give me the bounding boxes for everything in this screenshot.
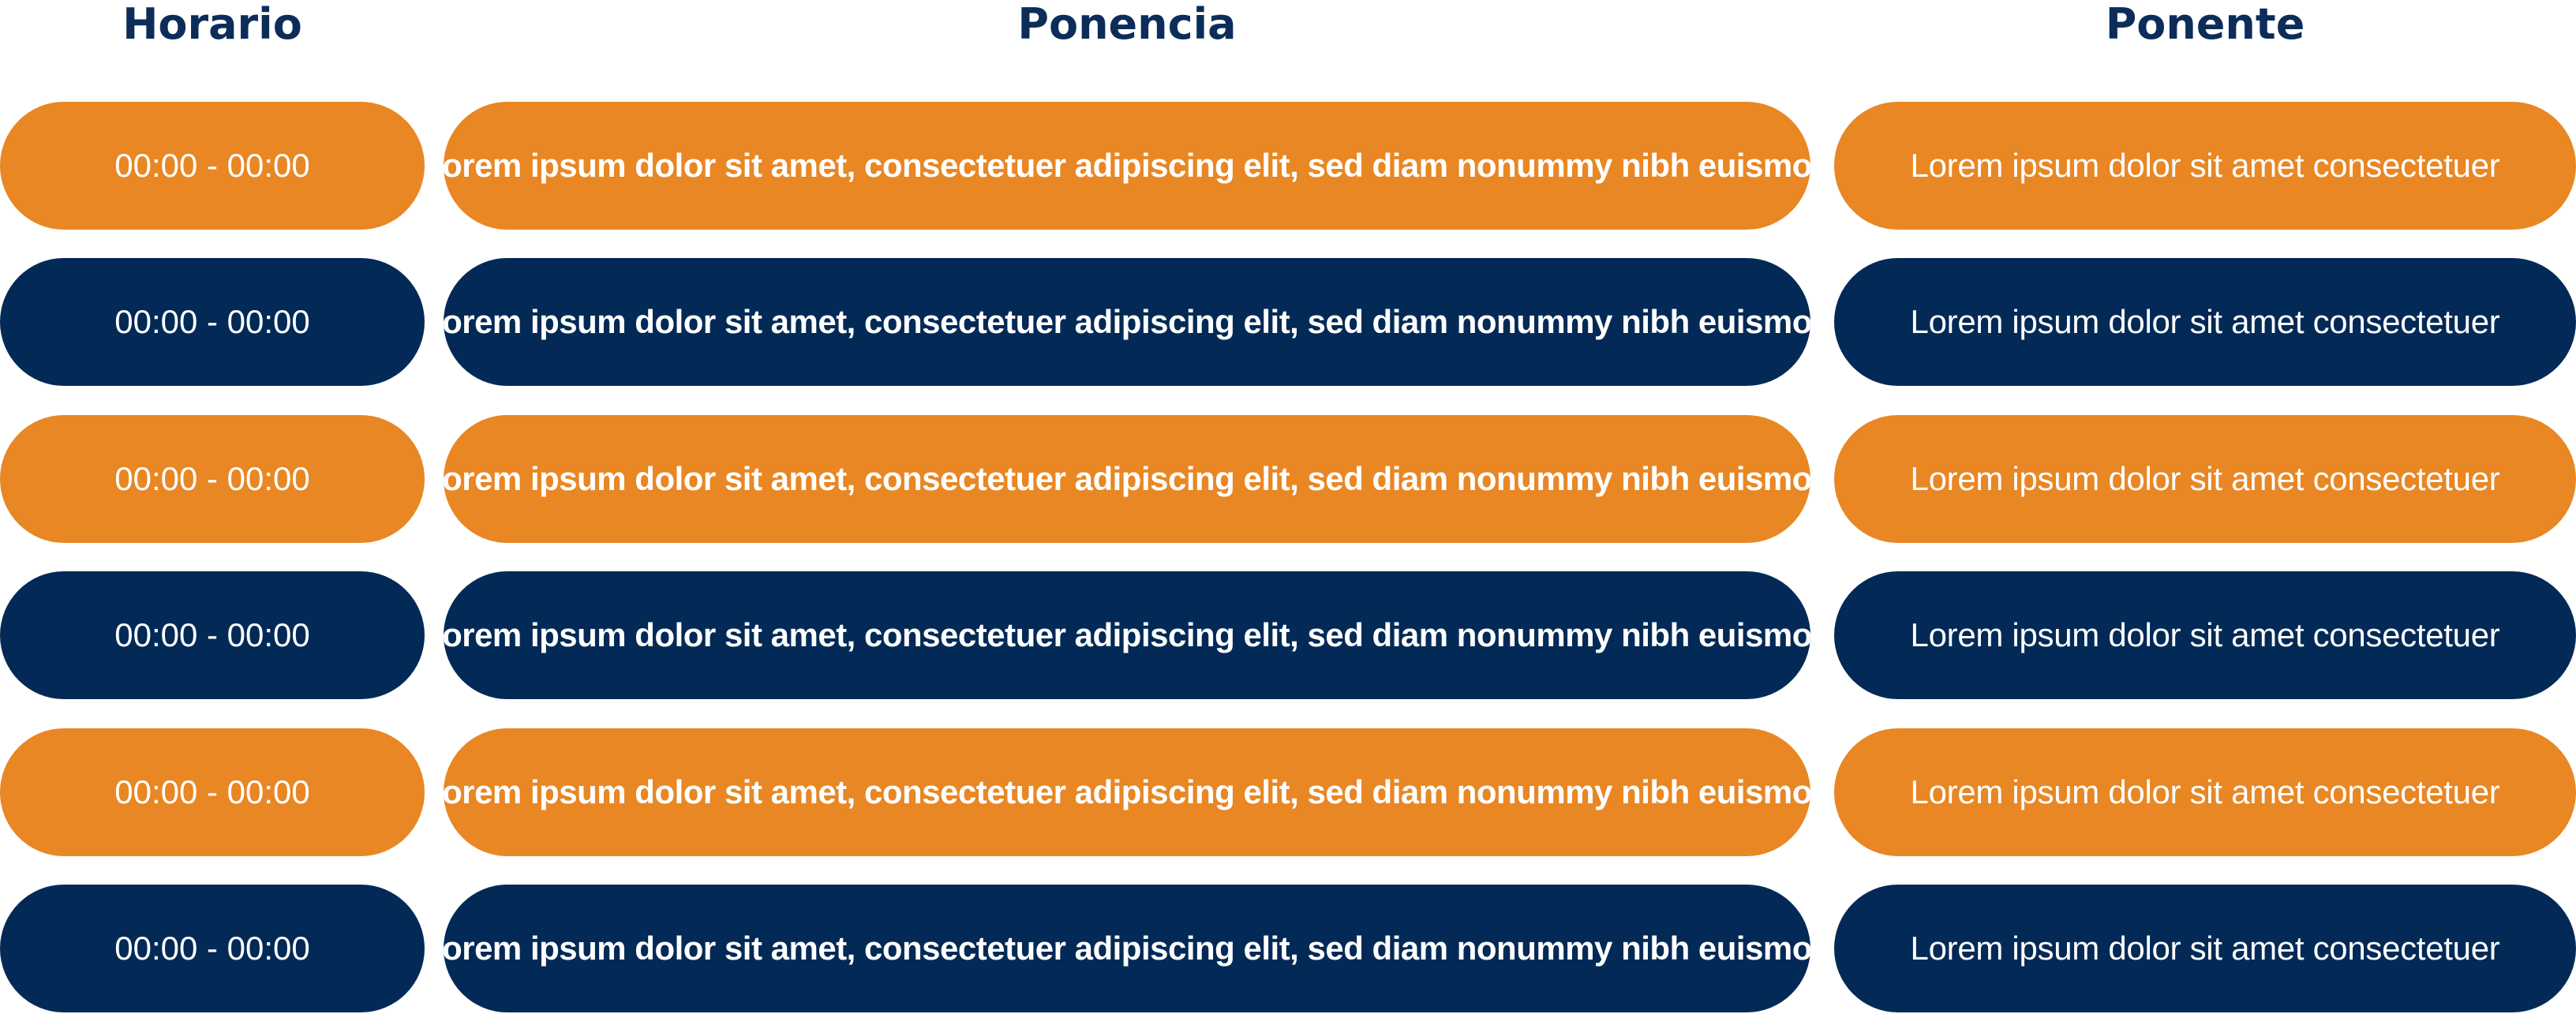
- time-pill: 00:00 - 00:00: [0, 102, 425, 230]
- talk-title-pill: Lorem ipsum dolor sit amet, consectetuer…: [444, 415, 1810, 543]
- speaker-pill: Lorem ipsum dolor sit amet consectetuer: [1834, 415, 2576, 543]
- schedule-row: 00:00 - 00:00 Lorem ipsum dolor sit amet…: [0, 102, 2576, 230]
- talk-title-pill: Lorem ipsum dolor sit amet, consectetuer…: [444, 258, 1810, 386]
- schedule-row: 00:00 - 00:00 Lorem ipsum dolor sit amet…: [0, 258, 2576, 386]
- talk-title-pill: Lorem ipsum dolor sit amet, consectetuer…: [444, 571, 1810, 699]
- time-pill: 00:00 - 00:00: [0, 415, 425, 543]
- column-header-horario: Horario: [122, 0, 302, 49]
- speaker-pill: Lorem ipsum dolor sit amet consectetuer: [1834, 571, 2576, 699]
- time-pill: 00:00 - 00:00: [0, 728, 425, 856]
- talk-title-pill: Lorem ipsum dolor sit amet, consectetuer…: [444, 102, 1810, 230]
- speaker-pill: Lorem ipsum dolor sit amet consectetuer: [1834, 258, 2576, 386]
- speaker-pill: Lorem ipsum dolor sit amet consectetuer: [1834, 885, 2576, 1012]
- time-pill: 00:00 - 00:00: [0, 258, 425, 386]
- column-header-ponente: Ponente: [2105, 0, 2305, 49]
- time-pill: 00:00 - 00:00: [0, 885, 425, 1012]
- schedule-row: 00:00 - 00:00 Lorem ipsum dolor sit amet…: [0, 415, 2576, 543]
- schedule-row: 00:00 - 00:00 Lorem ipsum dolor sit amet…: [0, 571, 2576, 699]
- schedule-row: 00:00 - 00:00 Lorem ipsum dolor sit amet…: [0, 885, 2576, 1012]
- speaker-pill: Lorem ipsum dolor sit amet consectetuer: [1834, 728, 2576, 856]
- talk-title-pill: Lorem ipsum dolor sit amet, consectetuer…: [444, 728, 1810, 856]
- time-pill: 00:00 - 00:00: [0, 571, 425, 699]
- speaker-pill: Lorem ipsum dolor sit amet consectetuer: [1834, 102, 2576, 230]
- talk-title-pill: Lorem ipsum dolor sit amet, consectetuer…: [444, 885, 1810, 1012]
- column-header-ponencia: Ponencia: [1017, 0, 1237, 49]
- schedule-row: 00:00 - 00:00 Lorem ipsum dolor sit amet…: [0, 728, 2576, 856]
